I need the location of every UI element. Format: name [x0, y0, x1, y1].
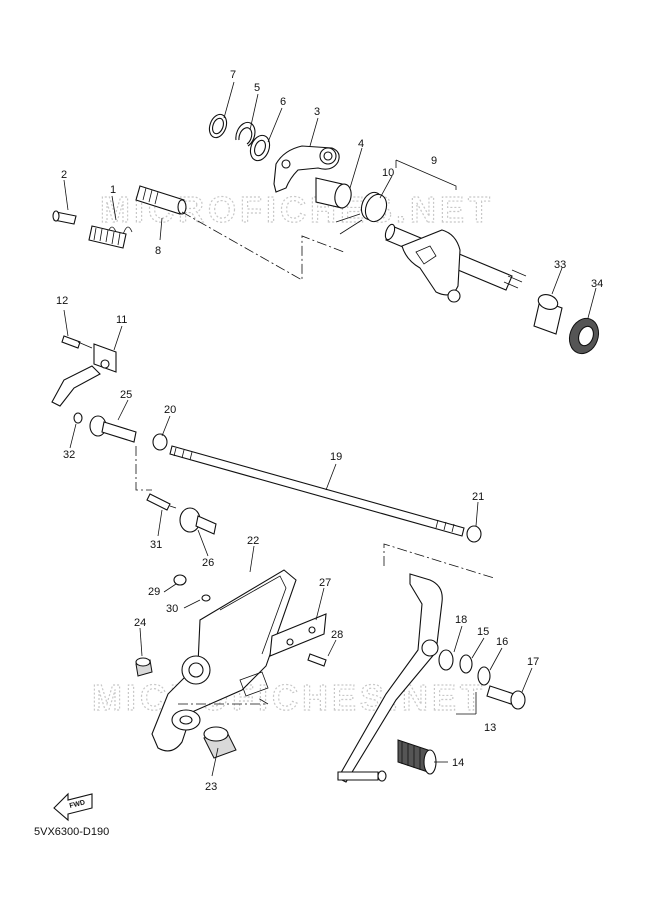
part-28-bolt — [307, 653, 327, 667]
part-24-damper — [135, 657, 153, 677]
callout-26: 26 — [202, 557, 214, 569]
callout-8: 8 — [155, 245, 161, 257]
part-2-pin — [52, 210, 77, 225]
part-16-washer — [477, 666, 491, 686]
part-30-washer — [201, 594, 211, 602]
callouts: 7 5 6 3 4 9 10 2 1 8 33 34 12 11 25 20 3… — [56, 69, 603, 793]
part-12-bolt — [61, 335, 93, 349]
callout-14: 14 — [452, 757, 464, 769]
callout-20: 20 — [164, 404, 176, 416]
callout-25: 25 — [120, 389, 132, 401]
part-20-nut — [152, 433, 168, 451]
callout-22: 22 — [247, 535, 259, 547]
callout-34: 34 — [591, 278, 603, 290]
callout-11: 11 — [116, 314, 127, 326]
callout-31: 31 — [150, 539, 162, 551]
callout-32: 32 — [63, 449, 75, 461]
part-3-arm — [273, 145, 340, 193]
callout-16: 16 — [496, 636, 508, 648]
part-23-damper — [203, 726, 237, 759]
callout-5: 5 — [254, 82, 260, 94]
part-6-washer — [249, 134, 271, 162]
part-27-heel-guard — [269, 613, 327, 657]
part-14-shift-rubber — [397, 739, 437, 775]
part-26-rod-end — [179, 507, 217, 535]
callout-28: 28 — [331, 629, 343, 641]
callout-13: 13 — [484, 722, 496, 734]
callout-12: 12 — [56, 295, 68, 307]
fwd-arrow-icon: FWD — [53, 792, 93, 822]
part-29-nut — [173, 574, 187, 586]
part-19-rod — [169, 445, 465, 537]
part-32-washer — [73, 412, 83, 424]
callout-15: 15 — [477, 626, 489, 638]
callout-6: 6 — [280, 96, 286, 108]
leader-lines — [63, 81, 597, 777]
callout-2: 2 — [61, 169, 67, 181]
callout-19: 19 — [330, 451, 342, 463]
part-9-shift-shaft — [384, 223, 527, 303]
linkage-arm — [51, 365, 101, 407]
part-18-washer — [438, 649, 454, 671]
part-33-collar — [533, 294, 563, 335]
part-15-seal — [459, 654, 473, 674]
part-1-spring — [88, 225, 133, 249]
callout-23: 23 — [205, 781, 217, 793]
part-13-bracket — [456, 692, 477, 715]
part-31-bolt — [146, 493, 177, 511]
callout-33: 33 — [554, 259, 566, 271]
axis-line-lower — [178, 697, 269, 705]
part-8-shaft — [135, 185, 187, 215]
callout-1: 1 — [110, 184, 116, 196]
part-17-bolt — [486, 685, 526, 710]
callout-9: 9 — [431, 155, 437, 167]
callout-17: 17 — [527, 656, 539, 668]
part-4-collar — [315, 177, 352, 209]
callout-10: 10 — [382, 167, 394, 179]
callout-27: 27 — [319, 577, 331, 589]
axis-line-middle — [135, 446, 152, 491]
part-34-seal — [568, 317, 600, 355]
watermark-bottom: MICROFICHES.NET — [92, 677, 486, 718]
fwd-label: FWD — [69, 799, 86, 810]
part-5-circlip — [235, 121, 256, 147]
callout-4: 4 — [358, 138, 364, 150]
axis-line-upper — [181, 211, 345, 281]
axis-line-lower-top — [383, 543, 495, 579]
callout-30: 30 — [166, 603, 178, 615]
part-21-nut — [466, 525, 482, 543]
part-11-clamp — [93, 343, 117, 373]
diagram-code: 5VX6300-D190 — [34, 826, 110, 838]
callout-7: 7 — [230, 69, 236, 81]
part-13-shift-pedal — [337, 573, 443, 783]
part-7-ring — [208, 113, 228, 139]
callout-18: 18 — [455, 614, 467, 626]
part-25-rod-end — [89, 415, 137, 443]
callout-24: 24 — [134, 617, 146, 629]
part-22-bracket — [151, 569, 297, 752]
callout-21: 21 — [472, 491, 484, 503]
callout-3: 3 — [314, 106, 320, 118]
callout-29: 29 — [148, 586, 160, 598]
part-9-bracket — [395, 159, 457, 190]
part-10-spring — [335, 191, 388, 235]
